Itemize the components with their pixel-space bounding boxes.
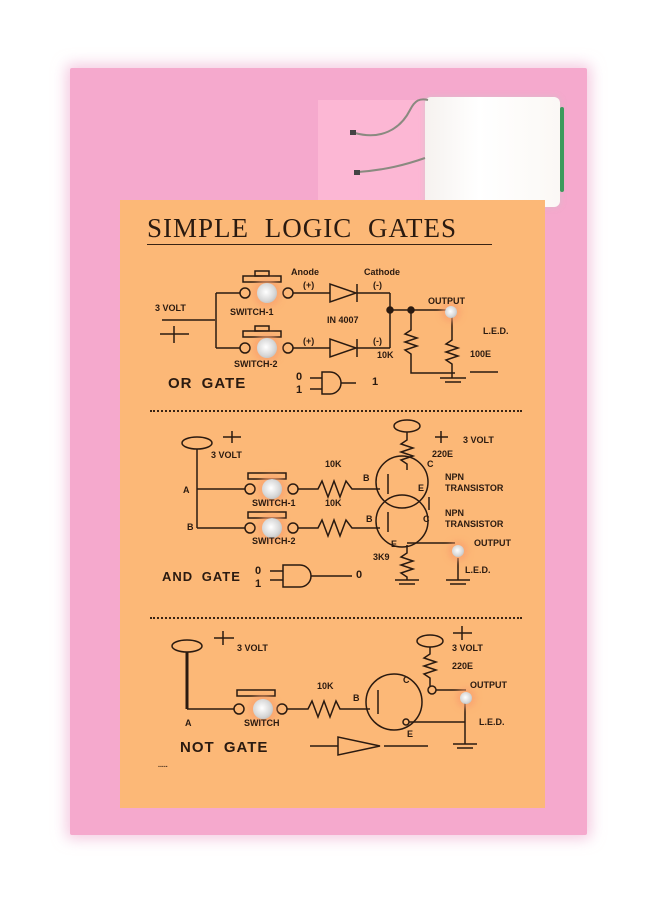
and-supply: 3 VOLT [211,450,242,460]
and-r1-label: 10K [325,459,342,469]
and-emitter-resistor: 3K9 [373,552,390,562]
switch-2-and[interactable] [262,518,282,538]
or-plus2: (+) [303,336,315,346]
section-divider-2 [150,617,522,619]
not-led-label: L.E.D. [479,717,505,727]
and-output-label: OUTPUT [474,538,511,548]
and-switch2-label: SWITCH-2 [252,536,296,546]
and-input-a: A [183,485,190,495]
and-transistor1: NPN [445,472,465,482]
or-out: 1 [372,376,379,388]
led-not [460,692,472,704]
or-led-label: L.E.D. [483,326,509,336]
and-transistor2: NPN [445,508,465,518]
and-emitter1: E [418,483,425,493]
not-supply: 3 VOLT [237,643,268,653]
or-anode: Anode [291,267,319,277]
not-r1-label: 10K [317,681,334,691]
and-transistor1b: TRANSISTOR [445,483,504,493]
or-cathode: Cathode [364,267,400,277]
and-in1: 1 [255,578,262,590]
and-in0: 0 [255,565,262,577]
and-base1: B [363,473,370,483]
or-plus1: (+) [303,280,315,290]
section-divider-1 [150,410,522,412]
not-emitter: E [407,729,414,739]
or-in1: 1 [296,384,303,396]
and-transistor2b: TRANSISTOR [445,519,504,529]
or-output-label: OUTPUT [428,296,465,306]
or-resistor-label: 10K [377,350,394,360]
battery-holder [425,97,564,207]
or-minus2: (-) [373,336,382,346]
and-r2-label: 10K [325,498,342,508]
or-led-resistor-label: 100E [470,349,492,359]
and-input-b: B [187,522,194,532]
not-footer-dots: ..... [158,762,168,769]
and-led-label: L.E.D. [465,565,491,575]
not-gate-label: NOT GATE [180,739,269,756]
or-switch2-label: SWITCH-2 [234,359,278,369]
and-emitter2: E [391,539,398,549]
and-switch1-label: SWITCH-1 [252,498,296,508]
not-output-label: OUTPUT [470,680,507,690]
switch-1-and[interactable] [262,479,282,499]
or-minus1: (-) [373,280,382,290]
not-collector: C [403,675,410,685]
and-base2: B [366,514,373,524]
and-gate-label: AND GATE [162,569,241,584]
sheet-title: SIMPLE LOGIC GATES [147,213,492,245]
and-collector2: C [423,514,430,524]
switch-2-or[interactable] [257,338,277,358]
led-and [452,545,464,557]
switch-1-or[interactable] [257,283,277,303]
switch-not[interactable] [253,699,273,719]
and-collector1: C [427,459,434,469]
not-collector-resistor: 220E [452,661,474,671]
or-diode-label: IN 4007 [327,315,359,325]
and-out: 0 [356,569,363,581]
green-wire [560,107,564,192]
not-base: B [353,693,360,703]
or-gate-label: OR GATE [168,375,247,392]
or-switch1-label: SWITCH-1 [230,307,274,317]
or-supply: 3 VOLT [155,303,186,313]
not-input-a: A [185,718,192,728]
led-or [445,306,457,318]
tape-strip [318,100,428,212]
not-supply2: 3 VOLT [452,643,483,653]
not-switch-label: SWITCH [244,718,280,728]
and-supply2: 3 VOLT [463,435,494,445]
or-in0: 0 [296,371,303,383]
and-collector-resistor: 220E [432,449,454,459]
